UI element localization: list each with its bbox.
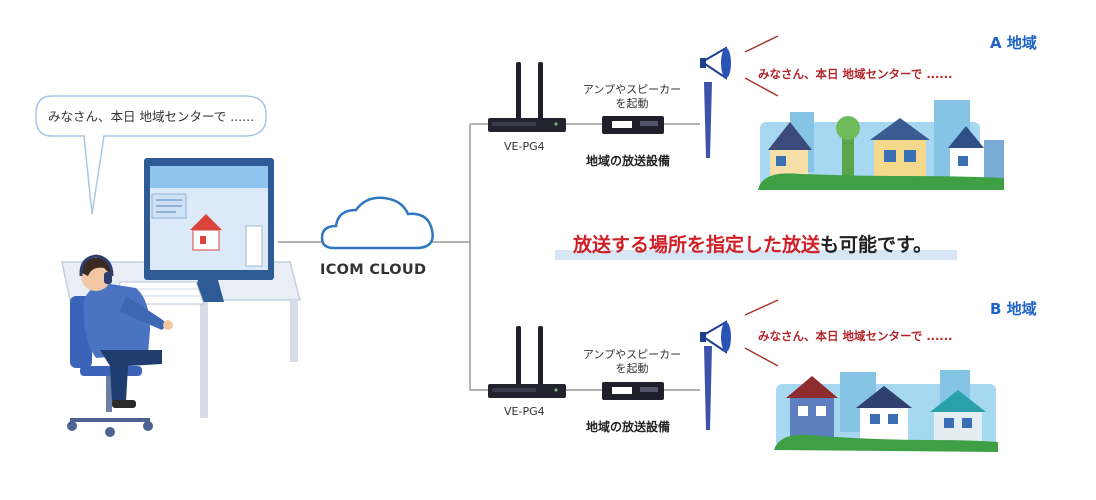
- speaker-pole-a-icon: [700, 46, 731, 158]
- connection-lines: [278, 123, 700, 391]
- amplifier-b-label-line2: を起動: [615, 362, 649, 375]
- facility-b-label: 地域の放送設備: [586, 420, 671, 434]
- operator-icon: [67, 254, 173, 437]
- broadcast-banner: 放送する場所を指定した放送も可能です。: [555, 230, 957, 260]
- banner-underline: [555, 250, 957, 260]
- banner-text: 放送する場所を指定した放送も可能です。: [573, 230, 932, 257]
- region-b-label: B 地域: [990, 300, 1037, 318]
- sound-lines-b: [744, 299, 779, 367]
- amplifier-b-label: アンプやスピーカー を起動: [568, 348, 696, 376]
- amplifier-a-icon: [602, 116, 664, 134]
- cloud-label: ICOM CLOUD: [320, 262, 427, 278]
- router-a-icon: [488, 62, 566, 132]
- router-b-label: VE-PG4: [504, 405, 545, 418]
- region-b-speech: みなさん、本日 地域センターで ......: [758, 329, 953, 343]
- cloud-icon: [320, 196, 434, 250]
- operator-speech-bubble: [35, 95, 267, 215]
- monitor-icon: [144, 158, 274, 302]
- houses-a-illustration: [758, 100, 1004, 190]
- houses-b-illustration: [774, 370, 998, 452]
- banner-dark-text: も可能です。: [820, 234, 933, 256]
- region-a-speech: みなさん、本日 地域センターで ......: [758, 67, 953, 81]
- sound-lines-a: [744, 35, 779, 97]
- operator-bubble-text: みなさん、本日 地域センターで ......: [48, 109, 255, 124]
- amplifier-a-label-line2: を起動: [615, 97, 649, 110]
- router-b-icon: [488, 326, 566, 398]
- amplifier-b-icon: [602, 382, 664, 400]
- banner-red-text: 放送する場所を指定した放送: [573, 234, 821, 256]
- region-a-label: A 地域: [990, 34, 1037, 52]
- amplifier-b-label-line1: アンプやスピーカー: [582, 348, 682, 361]
- facility-a-label: 地域の放送設備: [586, 154, 671, 168]
- router-a-label: VE-PG4: [504, 140, 545, 153]
- speaker-pole-b-icon: [700, 320, 731, 430]
- amplifier-a-label-line1: アンプやスピーカー: [582, 83, 682, 96]
- amplifier-a-label: アンプやスピーカー を起動: [568, 83, 696, 111]
